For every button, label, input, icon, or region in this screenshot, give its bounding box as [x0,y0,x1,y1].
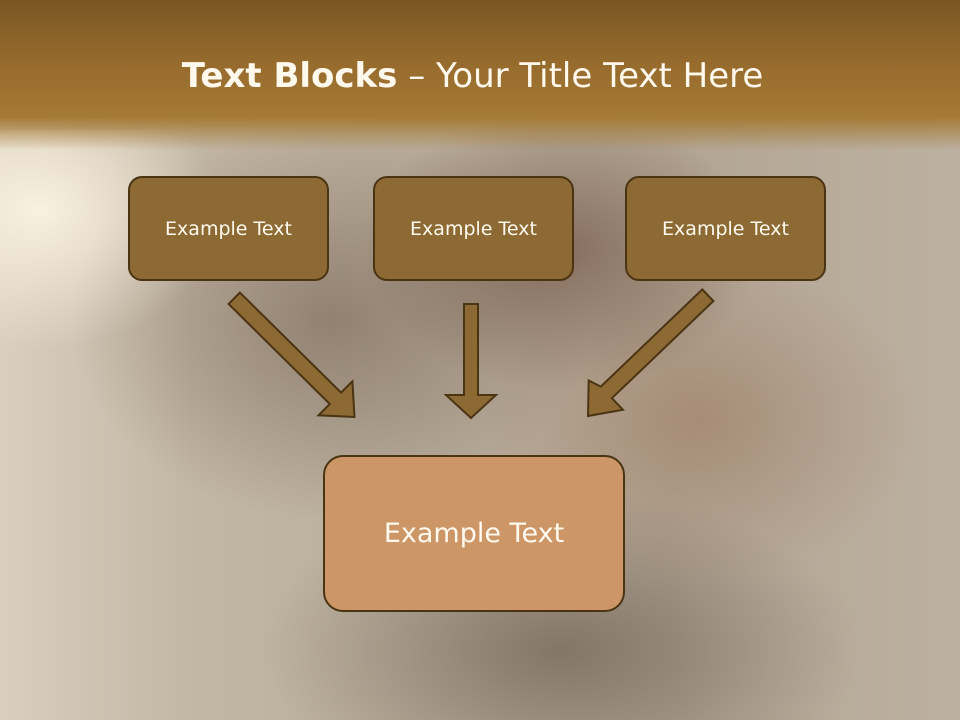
arrow-down[interactable] [443,303,499,420]
slide-title[interactable]: Text Blocks – Your Title Text Here [0,52,945,100]
title-separator: – [397,56,437,96]
target-block[interactable]: Example Text [323,455,625,612]
text-block-1[interactable]: Example Text [128,176,329,281]
title-bold: Text Blocks [181,56,398,96]
text-block-3[interactable]: Example Text [625,176,826,281]
text-block-1-label: Example Text [165,217,292,240]
title-rest: Your Title Text Here [436,56,764,96]
target-block-label: Example Text [383,518,565,549]
arrow-down-left[interactable] [586,287,715,418]
text-block-2[interactable]: Example Text [373,176,574,281]
title-banner [0,0,960,150]
arrow-down-right[interactable] [227,291,356,419]
text-block-2-label: Example Text [410,217,537,240]
text-block-3-label: Example Text [662,217,789,240]
